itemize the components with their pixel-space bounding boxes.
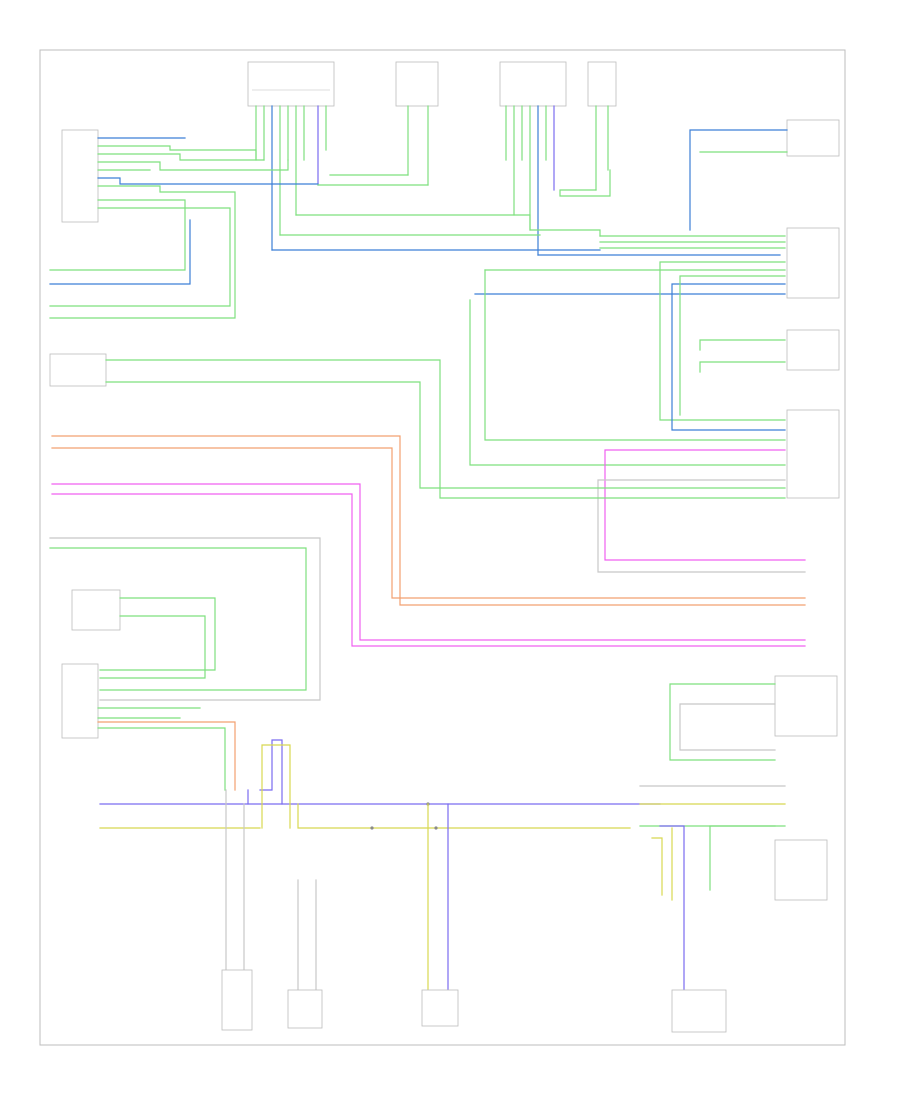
bottom-module-3 [421,989,459,1027]
left-connector-4 [61,663,236,791]
center-top-bundle [271,169,786,466]
top-connector-2 [395,61,439,107]
long-horizontal-runs [49,435,806,701]
top-connector-4 [587,61,617,107]
right-connector-5 [669,675,838,761]
right-connector-3 [699,329,840,373]
right-connector-4 [597,409,840,573]
bottom-module-4 [671,989,727,1033]
left-connector-1 [61,129,99,223]
right-connector-6 [709,825,828,901]
right-connector-2 [659,227,840,431]
top-connector-3 [499,61,567,107]
bus-drops [225,789,685,991]
right-connector-1 [689,119,840,231]
top-connector-1 [247,61,335,107]
left-connector-3 [71,589,216,679]
diagram-frame [39,49,846,1046]
can-bus [99,739,786,830]
left-connector-2 [49,353,786,499]
bottom-module-2 [287,989,323,1029]
bottom-module-1 [221,969,253,1031]
left-connector-1-wires [49,137,319,319]
top-connector-pins [255,105,609,256]
